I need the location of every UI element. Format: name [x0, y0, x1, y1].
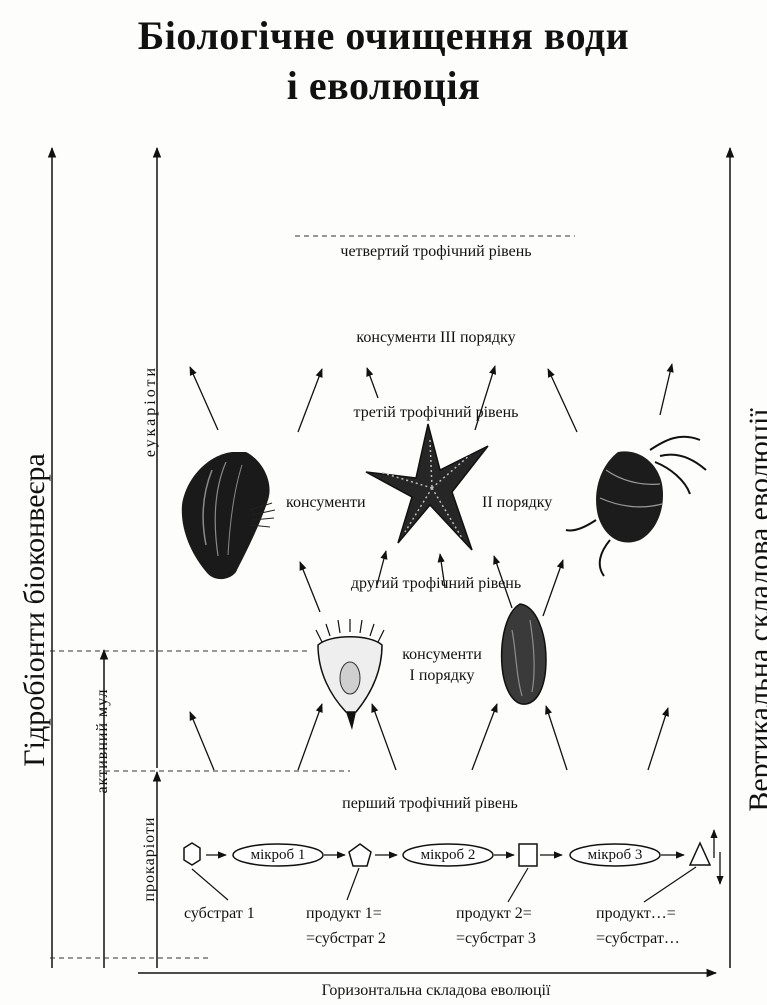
right-axis-label: Вертикальна складова еволюції	[740, 400, 767, 820]
product-n-triangle	[690, 843, 710, 865]
active-sludge-label: активний мул	[92, 676, 114, 806]
eukaryotes-label: еукаріоти	[140, 346, 162, 476]
left-axis-label: Гідробіонти біоконвеєра	[15, 400, 55, 820]
ciliate-illustration	[316, 619, 384, 730]
product-1-pentagon	[349, 844, 371, 866]
consumers-2-right-label: II порядку	[482, 493, 552, 513]
substrate-hexagon	[184, 843, 200, 865]
first-level-label: перший трофічний рівень	[230, 794, 630, 814]
protozoan-illustration	[502, 604, 546, 704]
fourth-level-label: четвертий трофічний рівень	[236, 242, 636, 262]
starfish-illustration	[366, 424, 488, 550]
consumers-3-label: консументи III порядку	[236, 328, 636, 348]
caption-product-2-line2: =субстрат 3	[456, 929, 536, 949]
caption-substrate-1: субстрат 1	[184, 904, 255, 924]
bottom-axis-label: Горизонтальна складова еволюції	[236, 981, 636, 1001]
caption-product-1-line2: =субстрат 2	[306, 929, 386, 949]
crustacean-illustration	[566, 437, 706, 576]
title-line-2: і еволюція	[0, 62, 767, 110]
prokaryotes-label: прокаріоти	[139, 799, 161, 919]
caption-pointer-lines	[192, 867, 696, 902]
third-level-label: третій трофічний рівень	[236, 403, 636, 423]
arrows-to-second-level	[190, 704, 668, 770]
caption-product-2-line1: продукт 2=	[456, 904, 532, 924]
caption-product-1-line1: продукт 1=	[306, 904, 382, 924]
second-level-label: другий трофічний рівень	[236, 574, 636, 594]
microbe-3-label: мікроб 3	[570, 845, 660, 865]
consumers-1-label-line2: I порядку	[382, 666, 502, 686]
caption-product-n-line2: =субстрат…	[596, 929, 680, 949]
product-2-rectangle	[519, 844, 537, 866]
microbe-2-label: мікроб 2	[403, 845, 493, 865]
microbe-1-label: мікроб 1	[233, 845, 323, 865]
mussel-illustration	[182, 452, 275, 579]
consumers-2-left-label: консументи	[286, 493, 366, 513]
caption-product-n-line1: продукт…=	[596, 904, 676, 924]
title-line-1: Біологічне очищення води	[0, 12, 767, 60]
consumers-1-label-line1: консументи	[382, 645, 502, 665]
